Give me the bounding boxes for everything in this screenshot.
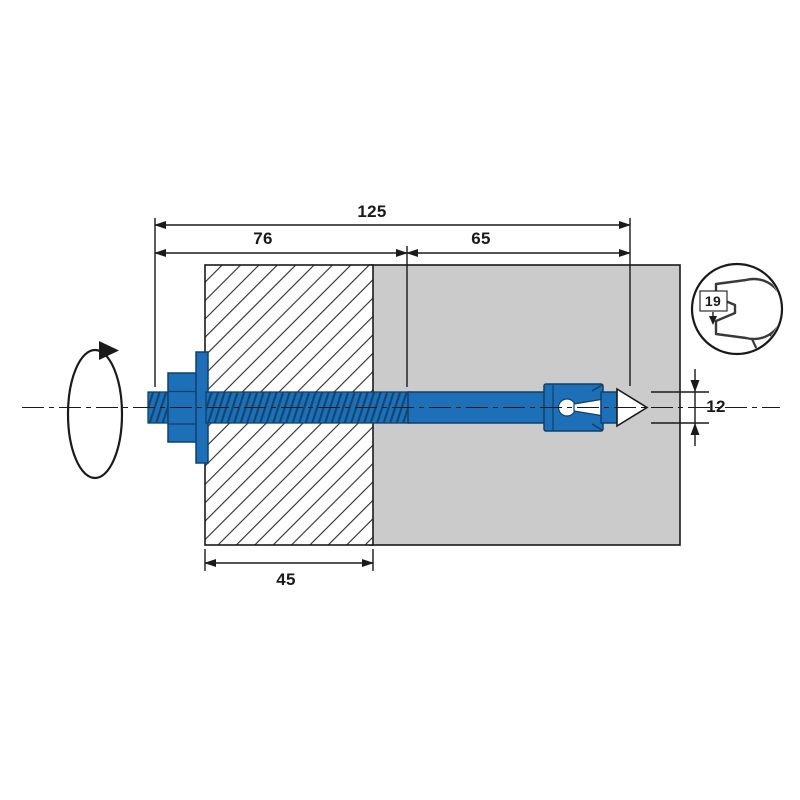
dim-label-diameter: 12 (706, 397, 726, 416)
dim-label-thread-length: 76 (253, 229, 273, 248)
rotation-arrow-icon (66, 341, 124, 480)
dimension-fixture-thickness (204, 549, 374, 571)
dimension-thread-and-embedment (154, 246, 631, 387)
wrench-size-pointer (699, 290, 728, 325)
dim-label-total-length: 125 (357, 202, 387, 221)
wrench-size-label: 19 (704, 293, 722, 309)
dimension-total-length (154, 218, 631, 387)
dimension-diameter (651, 369, 709, 446)
dim-label-embedment-depth: 65 (471, 229, 491, 248)
dim-label-fixture-thickness: 45 (276, 570, 296, 589)
wrench-detail (690, 262, 784, 356)
